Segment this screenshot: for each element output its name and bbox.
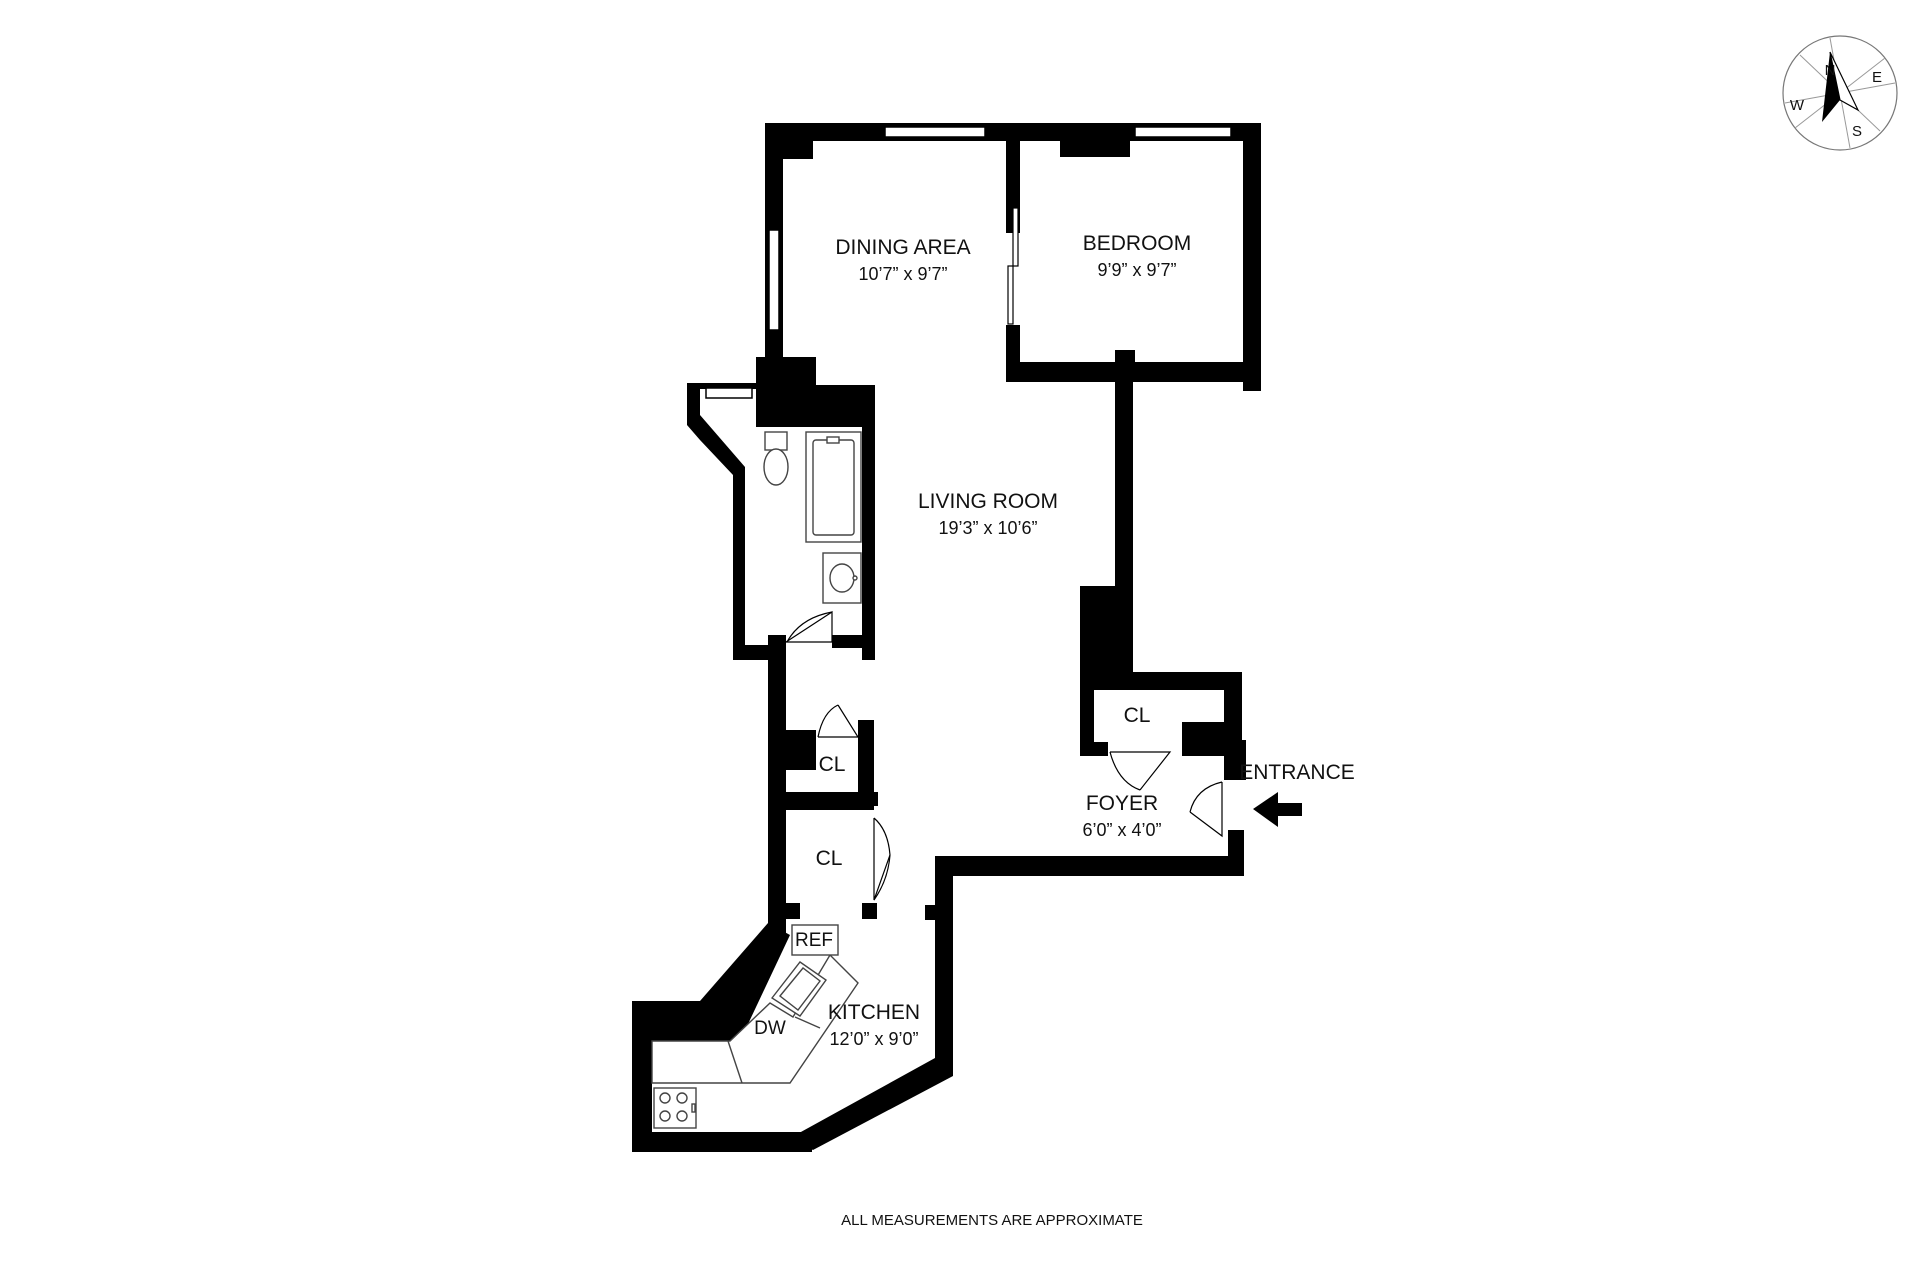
windows: [705, 126, 1232, 399]
stove-icon: [653, 1087, 697, 1129]
entrance-arrow-icon: [1253, 792, 1302, 827]
kitchen-dims: 12’0” x 9’0”: [829, 1029, 918, 1049]
living-room-name: LIVING ROOM: [918, 490, 1058, 513]
measurement-disclaimer: ALL MEASUREMENTS ARE APPROXIMATE: [841, 1212, 1143, 1229]
dining-area-name: DINING AREA: [835, 236, 970, 259]
kitchen-fixtures: [651, 924, 859, 1129]
living-room-dims: 19’3” x 10’6”: [938, 518, 1037, 538]
walls: [632, 123, 1261, 1152]
hall-closet-upper-label: CL: [819, 753, 846, 776]
kitchen-name: KITCHEN: [828, 1001, 920, 1024]
bath-fixtures: [763, 431, 862, 604]
compass-south: S: [1852, 123, 1862, 140]
foyer-closet-label: CL: [1124, 704, 1151, 727]
bedroom-dims: 9’9” x 9’7”: [1097, 260, 1176, 280]
foyer-dims: 6’0” x 4’0”: [1082, 820, 1161, 840]
compass-east: E: [1872, 69, 1882, 86]
hall-closet-lower-label: CL: [816, 847, 843, 870]
refrigerator-icon: [791, 924, 839, 956]
sliding-door: [1007, 207, 1019, 325]
foyer-name: FOYER: [1086, 792, 1158, 815]
dining-area-dims: 10’7” x 9’7”: [858, 264, 947, 284]
bedroom-name: BEDROOM: [1083, 232, 1192, 255]
compass-icon: N E S W: [1782, 35, 1898, 151]
compass-west: W: [1790, 97, 1805, 114]
entrance-label: ENTRANCE: [1239, 761, 1355, 784]
compass-north: N: [1825, 62, 1836, 79]
toilet-icon: [763, 448, 789, 486]
door-swings: [783, 610, 1223, 901]
dishwasher-label: DW: [754, 1018, 786, 1039]
refrigerator-label: REF: [795, 930, 833, 951]
toilet-tank-icon: [764, 431, 788, 451]
